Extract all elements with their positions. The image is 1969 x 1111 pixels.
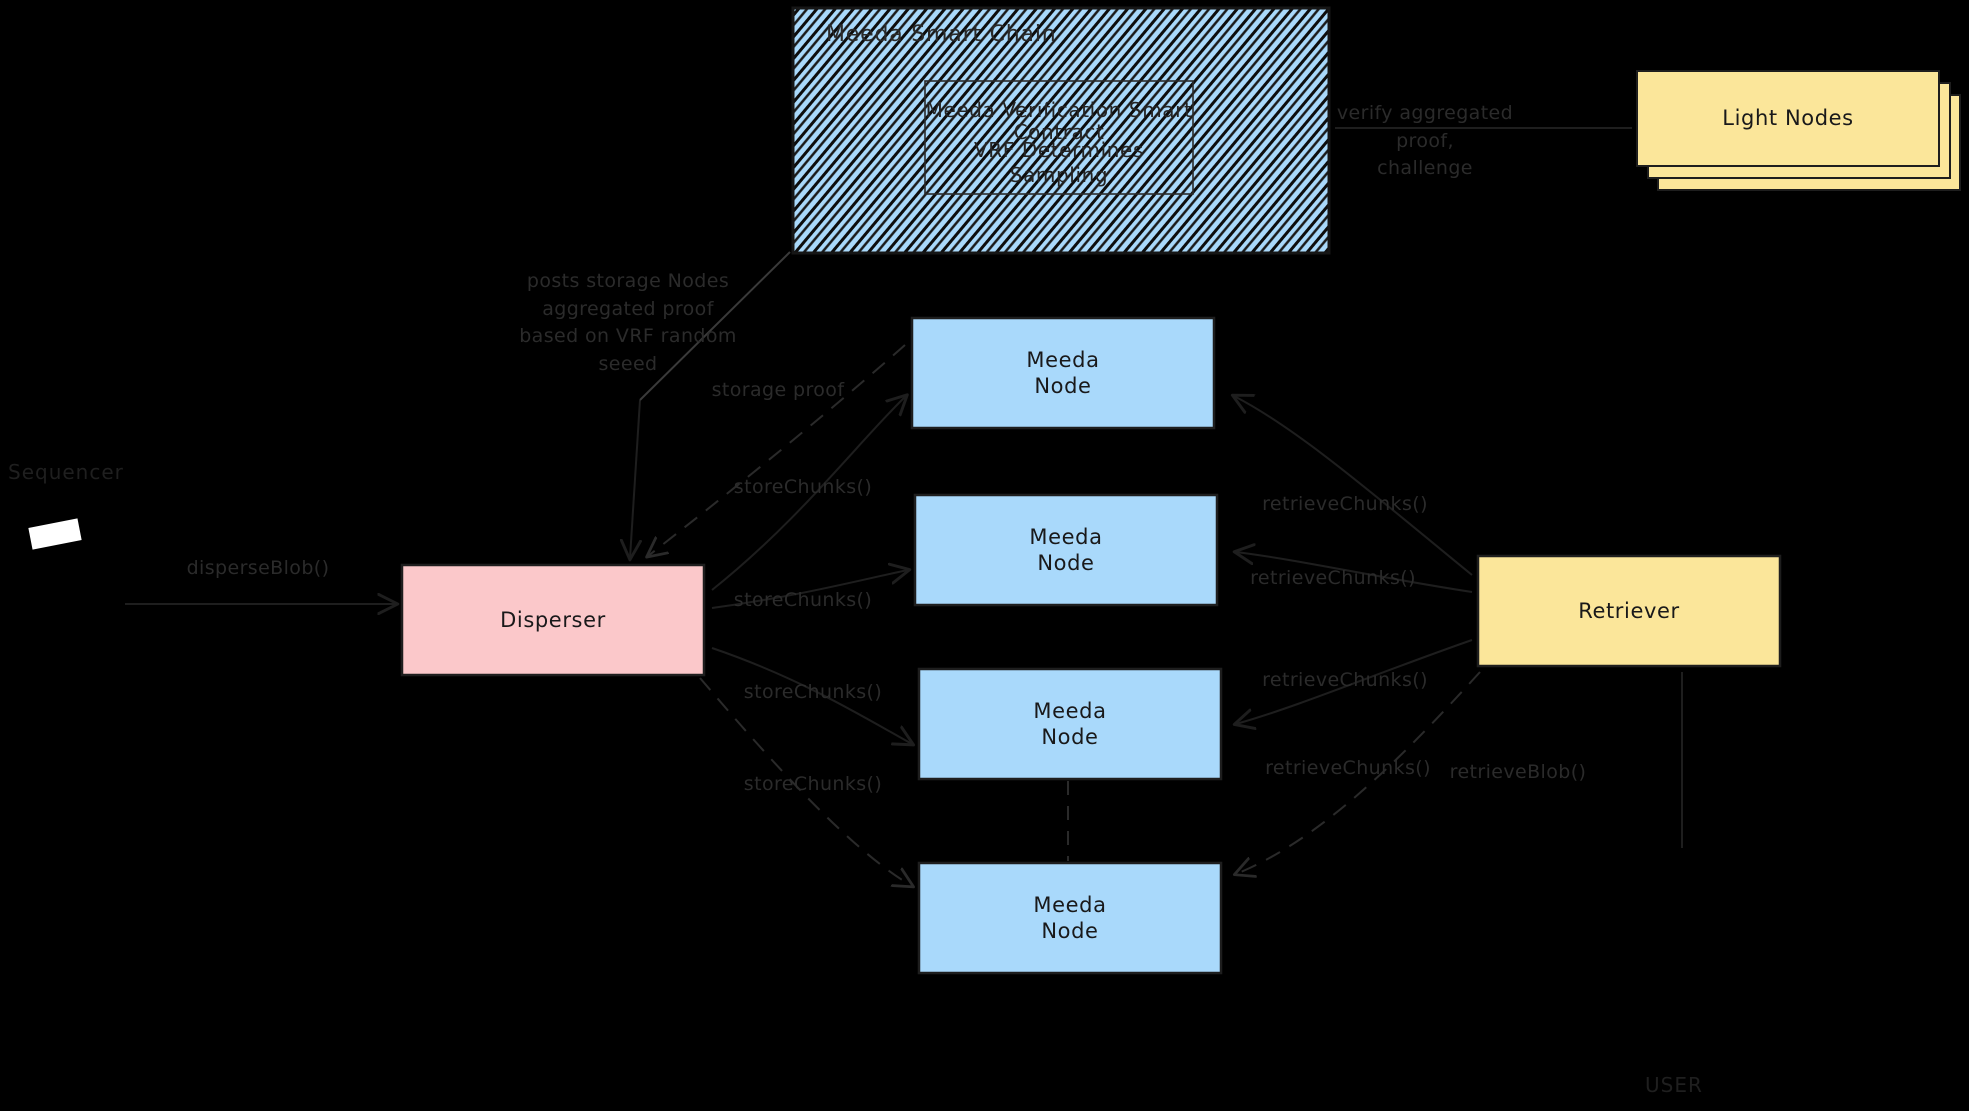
disperser-box[interactable]: [400, 563, 706, 677]
meeda-smart-chain-box[interactable]: [791, 6, 1331, 255]
smart-chain-title: Meeda Smart Chain: [826, 22, 1057, 47]
meeda-node-box-3[interactable]: [917, 667, 1223, 781]
meeda-node-box-4[interactable]: [917, 861, 1223, 975]
edge-label-store-chunks-4: storeChunks(): [743, 773, 883, 795]
user-label: USER: [1645, 1073, 1703, 1097]
edge-label-store-chunks-2: storeChunks(): [733, 589, 873, 611]
edge-label-storage-proof: storage proof: [711, 379, 845, 401]
meeda-verification-contract-inner-box[interactable]: [924, 80, 1194, 195]
edge-label-retrieve-blob: retrieveBlob(): [1449, 761, 1587, 783]
edge-store-chunks-3: [711, 647, 912, 744]
meeda-node-box-1[interactable]: [910, 316, 1216, 430]
edge-retrieve-chunks-1: [1234, 396, 1473, 576]
edge-retrieve-chunks-2: [1236, 552, 1473, 593]
edge-label-store-chunks-1: storeChunks(): [733, 476, 873, 498]
sequencer-label: Sequencer: [8, 460, 124, 484]
edge-retrieve-chunks-4: [1236, 671, 1481, 874]
edge-label-posts-aggregated-proof: posts storage Nodes aggregated proof bas…: [519, 270, 737, 375]
edge-label-retrieve-chunks-3: retrieveChunks(): [1262, 669, 1428, 691]
edge-retrieve-chunks-3: [1236, 639, 1473, 724]
edge-store-chunks-2: [711, 570, 908, 609]
edge-posts-aggregated-proof: [630, 399, 640, 558]
edge-chain-connector: [639, 251, 791, 401]
edge-store-chunks-4: [699, 677, 912, 886]
edge-label-retrieve-chunks-2: retrieveChunks(): [1250, 567, 1416, 589]
edge-label-retrieve-chunks-1: retrieveChunks(): [1262, 493, 1428, 515]
retriever-box[interactable]: [1476, 554, 1782, 668]
edge-storage-proof: [648, 344, 906, 556]
edge-label-retrieve-chunks-4: retrieveChunks(): [1265, 757, 1431, 779]
edge-store-chunks-1: [711, 396, 906, 591]
edge-label-disperse-blob: disperseBlob(): [186, 557, 330, 579]
edge-label-store-chunks-3: storeChunks(): [743, 681, 883, 703]
edge-label-verify-challenge: verify aggregated proof, challenge: [1336, 102, 1514, 180]
meeda-node-box-2[interactable]: [913, 493, 1219, 607]
light-nodes-box[interactable]: [1636, 70, 1961, 191]
